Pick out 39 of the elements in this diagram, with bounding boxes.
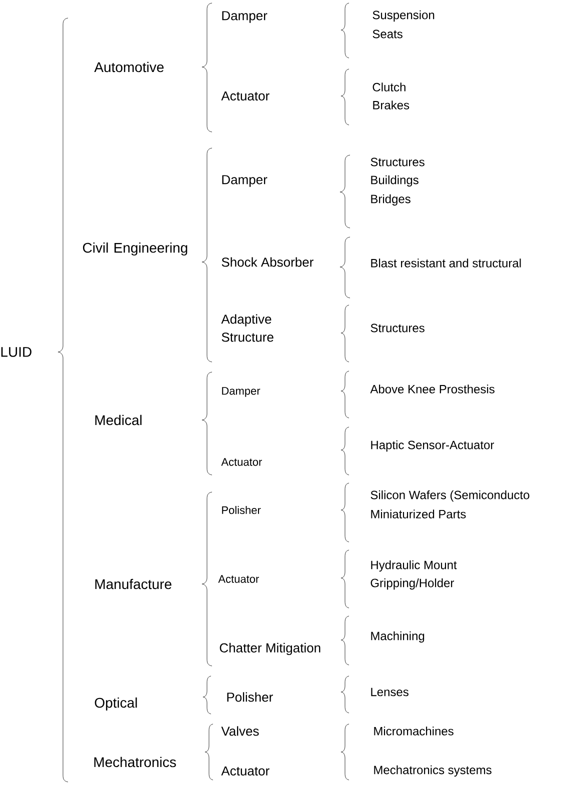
- application-label: Structures: [370, 158, 424, 166]
- device-label: Shock Absorber: [222, 257, 314, 267]
- application-label: Gripping/Holder: [370, 578, 454, 590]
- application-label: Clutch: [372, 82, 406, 92]
- application-label: Lenses: [371, 688, 408, 696]
- device-label: Actuator: [221, 766, 270, 776]
- application-label: Blast resistant and structural: [371, 258, 521, 268]
- device-label: Valves: [221, 726, 259, 736]
- device-label: Damper: [222, 387, 260, 397]
- application-label: Brakes: [373, 100, 410, 110]
- device-label: Polisher: [222, 506, 261, 514]
- application-label: Hydraulic Mount: [371, 560, 457, 572]
- application-label: Mechatronics systems: [374, 765, 492, 777]
- application-label: Haptic Sensor-Actuator: [371, 440, 494, 452]
- category-label: Civil Engineering: [83, 242, 188, 256]
- device-label: Damper: [222, 11, 268, 23]
- application-label: Bridges: [371, 194, 410, 206]
- category-label: Manufacture: [95, 578, 172, 590]
- device-label: Actuator: [221, 458, 262, 466]
- application-label: Silicon Wafers (Semiconducto: [370, 490, 530, 502]
- application-label: Structures: [370, 324, 424, 332]
- device-label: Damper: [222, 175, 268, 187]
- application-label: Miniaturized Parts: [371, 510, 466, 518]
- device-label: Adaptive Structure: [221, 314, 274, 342]
- device-label: Actuator: [221, 91, 270, 101]
- application-label: Above Knee Prosthesis: [370, 384, 494, 394]
- application-label: Buildings: [371, 175, 418, 187]
- device-label: Polisher: [227, 692, 273, 702]
- category-label: Automotive: [94, 62, 164, 72]
- application-label: Suspension: [372, 10, 434, 22]
- device-label: Actuator: [218, 575, 259, 583]
- application-label: Seats: [372, 30, 402, 38]
- category-label: Mechatronics: [94, 756, 176, 768]
- device-label: Chatter Mitigation: [220, 642, 320, 656]
- category-label: Optical: [94, 697, 137, 711]
- category-label: Medical: [95, 414, 142, 426]
- application-label: Micromachines: [374, 726, 454, 736]
- application-label: Machining: [371, 631, 424, 643]
- root-label: LUID: [1, 347, 32, 357]
